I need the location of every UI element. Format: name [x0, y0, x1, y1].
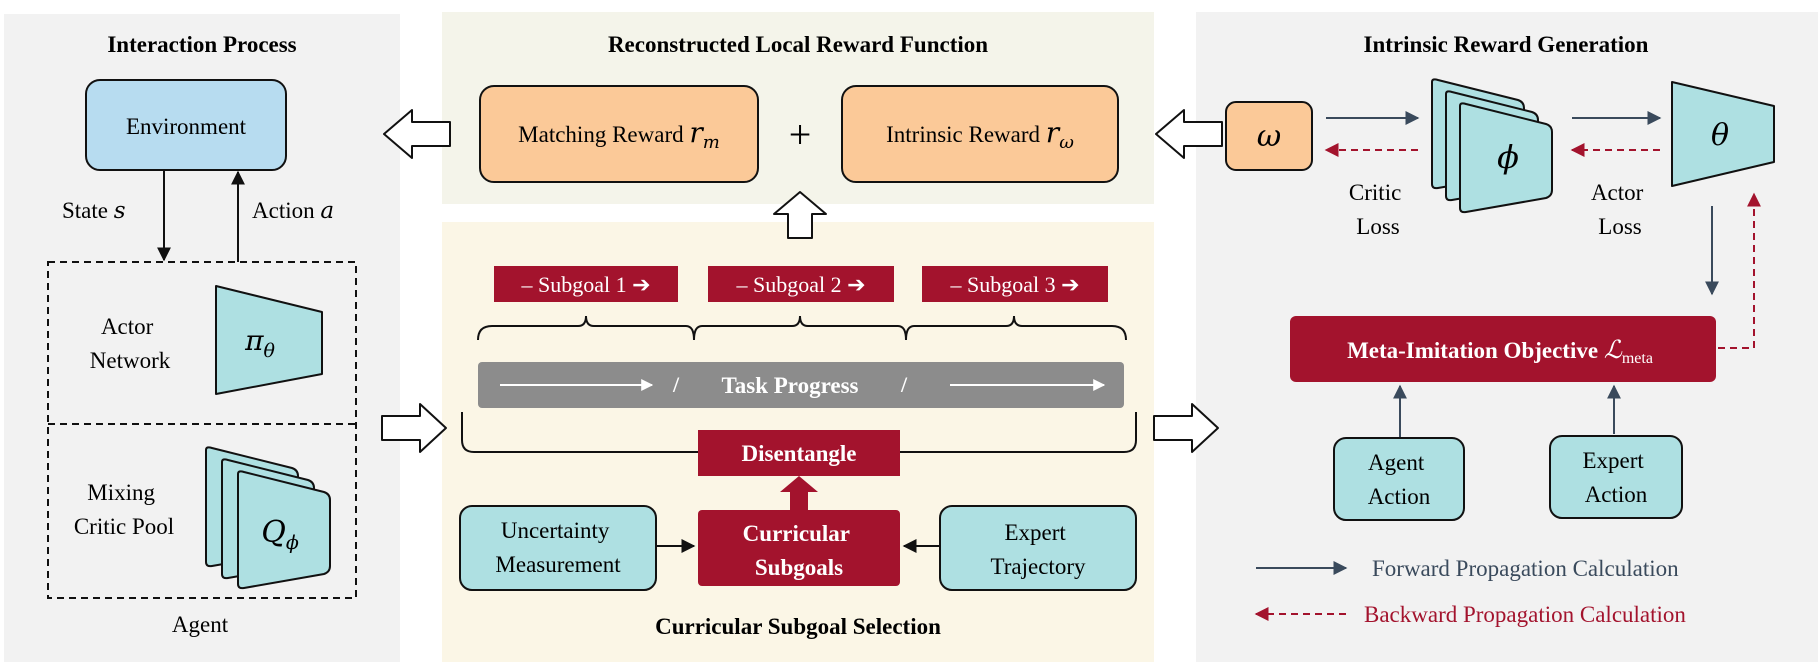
intrinsic-reward-box: [841, 85, 1119, 183]
phi-symbol: ϕ: [1497, 138, 1519, 176]
task-progress-bar: [478, 362, 1124, 408]
critic-loss-label: Critic Loss: [1349, 180, 1407, 239]
subgoal-3-label: – Subgoal 3 ➔: [949, 272, 1079, 297]
agent-action-label: Agent Action: [1368, 450, 1431, 509]
expert-trajectory-label: Expert Trajectory: [991, 520, 1086, 579]
subgoal-1-tag: [494, 266, 678, 302]
progress-sep-left: /: [672, 372, 680, 397]
disentangle-up-arrow: [780, 476, 818, 512]
agent-action-box: [1333, 437, 1465, 521]
subgoal-3-tag: [922, 266, 1108, 302]
meta-objective-label: Meta-Imitation Objective ℒmeta: [1347, 335, 1653, 367]
subgoal-2-label: – Subgoal 2 ➔: [735, 272, 865, 297]
agent-box: [47, 261, 357, 599]
omega-box: [1225, 101, 1313, 171]
meta-objective-box: [1290, 316, 1716, 382]
subgoal-2-tag: [708, 266, 894, 302]
subgoal-brace: [477, 315, 1127, 341]
hollow-arrow-to-environment: [383, 109, 451, 159]
theta-symbol: θ: [1711, 118, 1729, 153]
subgoal-1-label: – Subgoal 1 ➔: [520, 272, 650, 297]
actor-network-label: Actor Network: [90, 314, 171, 373]
uncertainty-box: [459, 505, 657, 591]
disentangle-box: [698, 430, 900, 476]
hollow-arrow-to-reward-from-omega: [1155, 109, 1223, 159]
curricular-subgoals-label: Curricular Subgoals: [743, 521, 856, 580]
action-text: Action a: [252, 198, 334, 224]
policy-symbol: πθ: [244, 324, 275, 362]
disentangle-label: Disentangle: [742, 441, 857, 466]
matching-reward-label: Matching Reward rm: [518, 116, 720, 153]
hollow-arrow-to-intrinsic: [1153, 403, 1219, 453]
uncertainty-label: Uncertainty Measurement: [495, 518, 621, 577]
reward-title: Reconstructed Local Reward Function: [608, 32, 988, 57]
intrinsic-title: Intrinsic Reward Generation: [1364, 32, 1649, 57]
environment-box: [85, 79, 287, 171]
actor-loss-label: Actor Loss: [1591, 180, 1649, 239]
meta-to-theta-backward: [1718, 192, 1761, 349]
expert-trajectory-box: [939, 505, 1137, 591]
expert-action-box: [1549, 435, 1683, 519]
curricular-title: Curricular Subgoal Selection: [655, 614, 941, 639]
progress-sep-right: /: [900, 372, 908, 397]
omega-symbol: ω: [1257, 119, 1281, 154]
q-symbol: Qϕ: [261, 515, 299, 554]
expert-action-label: Expert Action: [1582, 448, 1649, 507]
environment-label: Environment: [126, 114, 247, 139]
legend-backward-label: Backward Propagation Calculation: [1364, 602, 1686, 627]
policy-network-shape: [215, 285, 323, 395]
curricular-subgoals-box: [698, 510, 900, 586]
agent-label: Agent: [172, 612, 229, 637]
state-text: State s: [62, 198, 126, 224]
task-progress-label: Task Progress: [722, 373, 859, 398]
critic-pool-label: Mixing Critic Pool: [74, 480, 174, 539]
theta-network-shape: [1671, 81, 1775, 187]
hollow-arrow-to-curricular: [381, 403, 447, 453]
plus-sign: +: [789, 112, 812, 157]
matching-reward-box: [479, 85, 759, 183]
intrinsic-reward-label: Intrinsic Reward rω: [886, 116, 1074, 153]
phi-card-3: [1459, 102, 1553, 214]
interaction-title: Interaction Process: [107, 32, 296, 57]
legend-forward-label: Forward Propagation Calculation: [1372, 556, 1679, 581]
hollow-arrow-up-to-reward: [773, 191, 827, 239]
critic-card-3: [237, 470, 331, 590]
